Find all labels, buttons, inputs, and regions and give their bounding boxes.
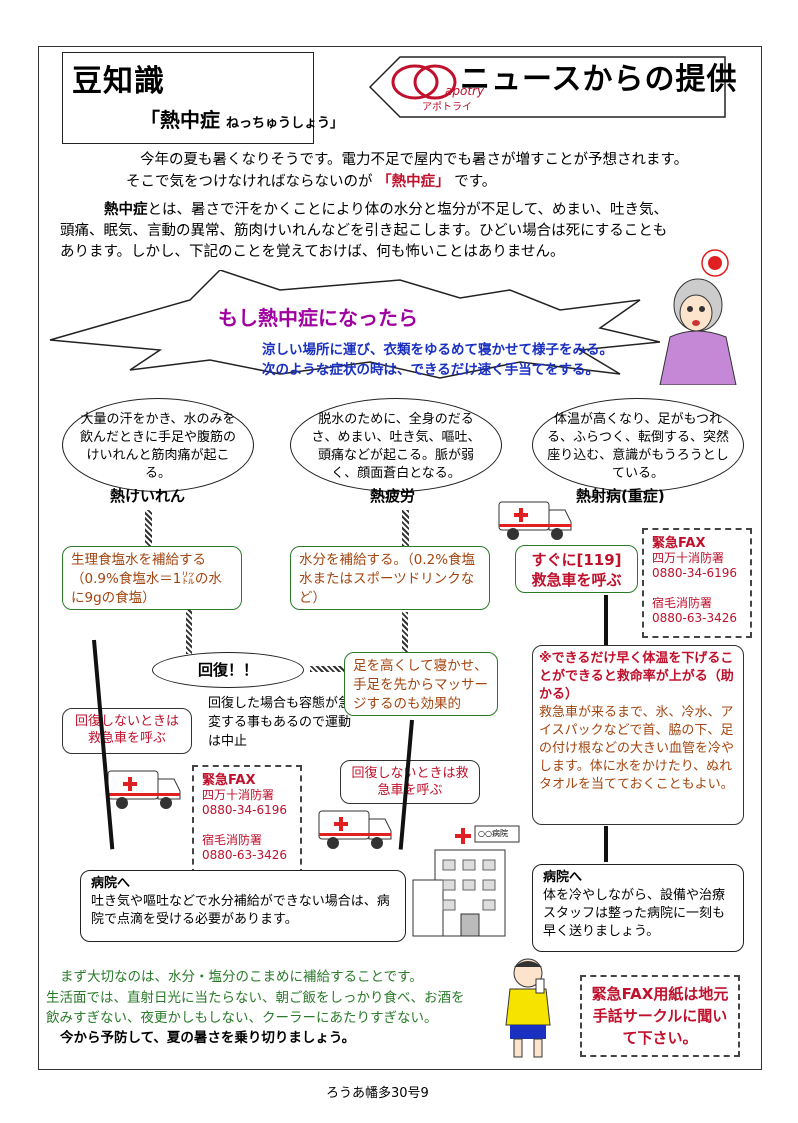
connector <box>310 666 344 672</box>
arrow <box>604 595 608 645</box>
cooling-box: ※できるだけ早く体温を下げることができると救命率が上がる（助かる） 救急車が来る… <box>532 645 744 825</box>
connector <box>145 510 152 548</box>
logo-kana: アポトライ <box>422 102 472 113</box>
hospital-building-icon <box>412 825 520 937</box>
hospital-box-right: 病院へ 体を冷やしながら、設備や治療スタッフは整った病院に一刻も早く送りましょう… <box>532 864 744 952</box>
fax-notice-box: 緊急FAX用紙は地元手話サークルに聞いて下さい。 <box>580 975 740 1057</box>
connector <box>402 510 409 546</box>
connector <box>186 610 192 654</box>
symptom-bubble-cramp: 大量の汗をかき、水のみを飲んだときに手足や腹筋のけいれんと筋肉痛が起こる。 <box>62 398 254 492</box>
connector <box>402 612 408 654</box>
burst-shape <box>49 270 660 379</box>
not-recover-box-2: 回復しないときは救急車を呼ぶ <box>340 760 480 804</box>
page-frame <box>38 46 762 1070</box>
hospital-sign: ○○病院 <box>478 829 508 838</box>
intro-line-1: 今年の夏も暑くなりそうです。電力不足で屋内でも暑さが増すことが予想されます。 <box>140 152 689 168</box>
symptom-name-stroke: 熱射病(重症) <box>576 487 665 505</box>
burst-title: もし熱中症になったら <box>218 306 418 330</box>
page-subtitle: 「熱中症ねっちゅうしょう」 <box>140 108 344 132</box>
footer-line-4: 今から予防して、夏の暑さを乗り切りましょう。 <box>60 1030 356 1046</box>
symptom-bubble-fatigue: 脱水のために、全身のだるさ、めまい、吐き気、嘔吐、頭痛などが起こる。脈が弱く、顔… <box>290 398 502 492</box>
symptom-name-cramp: 熱けいれん <box>110 487 186 505</box>
footer-line-1: まず大切なのは、水分・塩分のこまめに補給することです。 <box>60 969 423 985</box>
symptom-name-fatigue: 熱疲労 <box>370 487 416 505</box>
page-id: ろうあ幡多30号9 <box>326 1086 429 1101</box>
intro-line-3: 熱中症とは、暑さで汗をかくことにより体の水分と塩分が不足して、めまい、吐き気、 <box>104 202 669 218</box>
news-banner <box>368 56 726 118</box>
logo-text: apotry <box>445 84 485 98</box>
hospital-box-left: 病院へ 吐き気や嘔吐などで水分補給ができない場合は、病院で点滴を受ける必要があり… <box>80 870 406 942</box>
recover-oval: 回復！！ <box>152 652 304 688</box>
intro-line-2: そこで気をつけなければならないのが 「熱中症」 です。 <box>126 174 497 190</box>
burst-line-1: 涼しい場所に運び、衣類をゆるめて寝かせて様子をみる。 <box>262 342 613 358</box>
arrow <box>604 826 608 862</box>
ambulance-icon <box>318 810 392 849</box>
intro-line-4: 頭痛、眠気、言動の異常、筋肉けいれんなどを引き起こします。ひどい場合は死にするこ… <box>60 223 668 239</box>
fax-box-left: 緊急FAX 四万十消防署 0880-34-6196 宿毛消防署 0880-63-… <box>192 765 302 875</box>
title-box <box>62 52 314 144</box>
ambulance-icon <box>107 770 181 809</box>
fax-box-right: 緊急FAX 四万十消防署 0880-34-6196 宿毛消防署 0880-63-… <box>642 528 752 638</box>
recover-note: 回復した場合も容態が急変する事もあるので運動は中止 <box>208 696 352 749</box>
intro-line-5: あります。しかし、下記のことを覚えておけば、何も怖いことはありません。 <box>60 244 565 260</box>
heatstroke-person-icon <box>659 249 737 385</box>
not-recover-box-1: 回復しないときは救急車を呼ぶ <box>62 708 192 754</box>
call-119-box: すぐに[119]救急車を呼ぶ <box>515 545 638 593</box>
legs-up-box: 足を高くして寝かせ、手足を先からマッサージするのも効果的 <box>344 652 498 716</box>
news-text: ニュースからの提供 <box>460 62 738 97</box>
ambulance-icon <box>498 501 572 540</box>
page-title: 豆知識 <box>72 64 165 99</box>
logo-icon <box>391 64 439 100</box>
drinking-boy-icon <box>505 958 551 1058</box>
symptom-bubble-stroke: 体温が高くなり、足がもつれる、ふらつく、転倒する、突然座り込む、意識がもうろうと… <box>532 398 744 492</box>
treatment-fatigue: 水分を補給する。（0.2%食塩水またはスポーツドリンクなど） <box>290 546 490 610</box>
treatment-cramp: 生理食塩水を補給する（0.9%食塩水＝1㍑の水に9gの食塩） <box>62 546 242 610</box>
footer-line-3: 飲みすぎない、夜更かしもしない、クーラーにあたりすぎない。 <box>46 1010 438 1026</box>
footer-line-2: 生活面では、直射日光に当たらない、朝ご飯をしっかり食べ、お酒を <box>46 990 465 1006</box>
burst-line-2: 次のような症状の時は、できるだけ速く手当てをする。 <box>262 362 599 378</box>
